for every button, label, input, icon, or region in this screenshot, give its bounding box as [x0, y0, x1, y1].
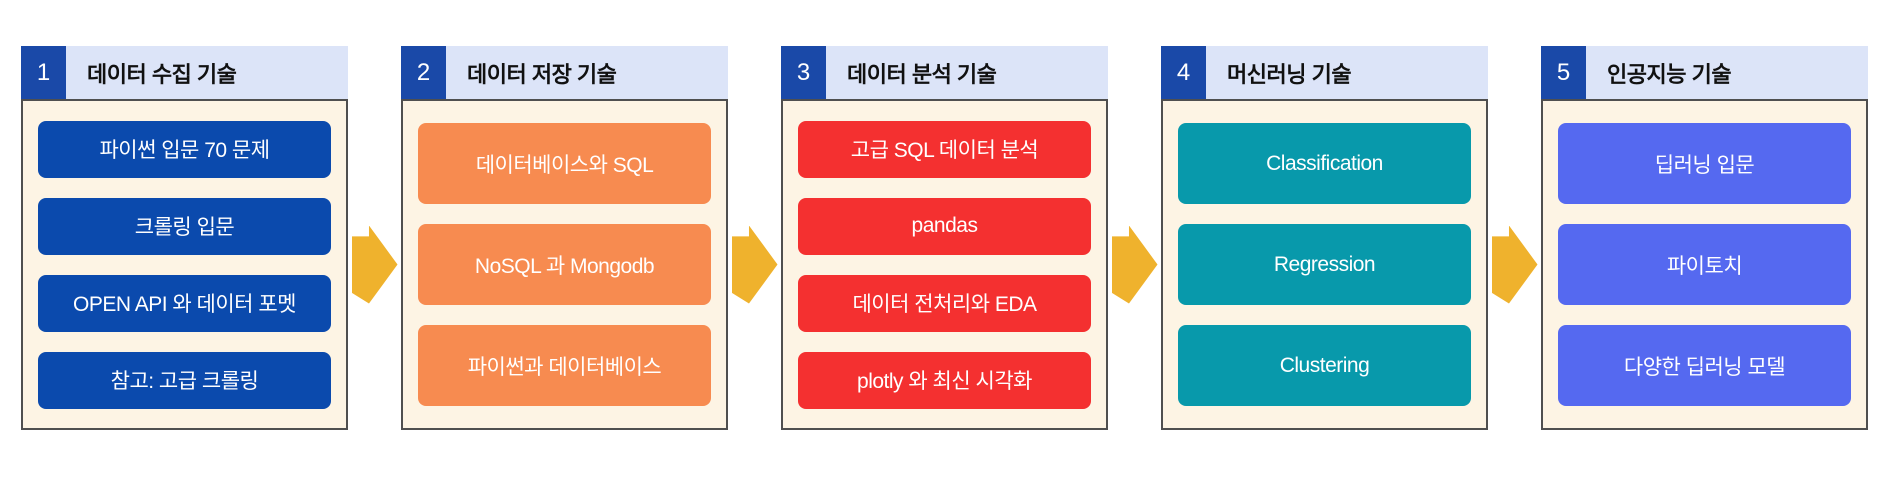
- course-item: 데이터 전처리와 EDA: [798, 274, 1091, 332]
- panel-body: 고급 SQL 데이터 분석 pandas 데이터 전처리와 EDA plotly…: [781, 99, 1108, 430]
- panel-body: 파이썬 입문 70 문제 크롤링 입문 OPEN API 와 데이터 포멧 참고…: [21, 99, 348, 430]
- course-item: 데이터베이스와 SQL: [418, 123, 711, 204]
- panel-title: 데이터 수집 기술: [87, 61, 237, 87]
- panel-title-strip: 머신러닝 기술: [1206, 46, 1488, 99]
- panel-data-collection: 1 데이터 수집 기술 파이썬 입문 70 문제 크롤링 입문 OPEN API…: [21, 46, 348, 430]
- arrow-cell: [348, 46, 401, 430]
- panel-header: 3 데이터 분석 기술: [781, 46, 1108, 99]
- panel-header: 2 데이터 저장 기술: [401, 46, 728, 99]
- panel-title-strip: 데이터 저장 기술: [446, 46, 728, 99]
- panel-artificial-intelligence: 5 인공지능 기술 딥러닝 입문 파이토치 다양한 딥러닝 모델: [1541, 46, 1868, 430]
- panel-header: 1 데이터 수집 기술: [21, 46, 348, 99]
- course-item: 파이썬 입문 70 문제: [38, 120, 331, 178]
- step-number-badge: 3: [781, 46, 826, 99]
- flow-arrow-icon: [731, 225, 778, 304]
- step-number-badge: 4: [1161, 46, 1206, 99]
- course-item: 파이토치: [1558, 224, 1851, 305]
- panel-title: 데이터 분석 기술: [847, 61, 997, 87]
- panel-title-strip: 데이터 수집 기술: [66, 46, 348, 99]
- flow-arrow-icon: [1111, 225, 1158, 304]
- course-item: Regression: [1178, 224, 1471, 305]
- flow-row: 1 데이터 수집 기술 파이썬 입문 70 문제 크롤링 입문 OPEN API…: [21, 46, 1868, 430]
- panel-header: 5 인공지능 기술: [1541, 46, 1868, 99]
- step-number-badge: 2: [401, 46, 446, 99]
- course-item: 크롤링 입문: [38, 197, 331, 255]
- panel-machine-learning: 4 머신러닝 기술 Classification Regression Clus…: [1161, 46, 1488, 430]
- panel-header: 4 머신러닝 기술: [1161, 46, 1488, 99]
- step-number-badge: 1: [21, 46, 66, 99]
- panel-title-strip: 인공지능 기술: [1586, 46, 1868, 99]
- arrow-cell: [728, 46, 781, 430]
- course-item: 딥러닝 입문: [1558, 123, 1851, 204]
- course-item: OPEN API 와 데이터 포멧: [38, 274, 331, 332]
- arrow-cell: [1108, 46, 1161, 430]
- course-item: 다양한 딥러닝 모델: [1558, 325, 1851, 406]
- panel-title-strip: 데이터 분석 기술: [826, 46, 1108, 99]
- course-item: 참고: 고급 크롤링: [38, 351, 331, 409]
- flow-arrow-icon: [351, 225, 398, 304]
- step-number-badge: 5: [1541, 46, 1586, 99]
- course-item: 고급 SQL 데이터 분석: [798, 120, 1091, 178]
- course-item: pandas: [798, 197, 1091, 255]
- panel-body: Classification Regression Clustering: [1161, 99, 1488, 430]
- panel-data-analysis: 3 데이터 분석 기술 고급 SQL 데이터 분석 pandas 데이터 전처리…: [781, 46, 1108, 430]
- panel-data-storage: 2 데이터 저장 기술 데이터베이스와 SQL NoSQL 과 Mongodb …: [401, 46, 728, 430]
- course-item: Clustering: [1178, 325, 1471, 406]
- course-item: NoSQL 과 Mongodb: [418, 224, 711, 305]
- course-item: 파이썬과 데이터베이스: [418, 325, 711, 406]
- course-item: Classification: [1178, 123, 1471, 204]
- flow-arrow-icon: [1491, 225, 1538, 304]
- panel-body: 데이터베이스와 SQL NoSQL 과 Mongodb 파이썬과 데이터베이스: [401, 99, 728, 430]
- panel-body: 딥러닝 입문 파이토치 다양한 딥러닝 모델: [1541, 99, 1868, 430]
- course-item: plotly 와 최신 시각화: [798, 351, 1091, 409]
- arrow-cell: [1488, 46, 1541, 430]
- panel-title: 인공지능 기술: [1607, 61, 1732, 87]
- panel-title: 머신러닝 기술: [1227, 61, 1352, 87]
- panel-title: 데이터 저장 기술: [467, 61, 617, 87]
